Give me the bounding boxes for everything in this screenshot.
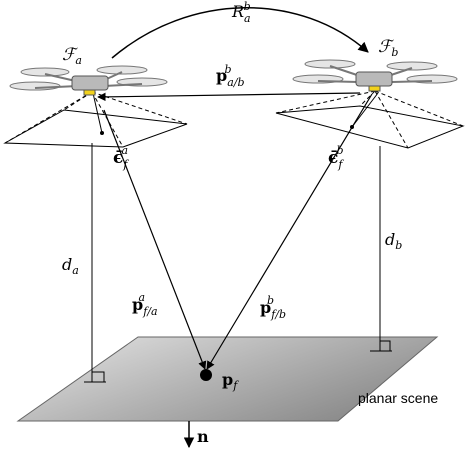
frame-b-label: ℱb: [378, 37, 398, 59]
ray-a-label: pf/aa: [132, 291, 158, 318]
ray-a: [103, 109, 207, 370]
feature-point-label: pf: [222, 370, 239, 392]
ray-b-label: pf/bb: [260, 294, 286, 321]
rotation-arc: [111, 7, 369, 59]
image-plane-b: [275, 90, 465, 149]
ray-b: [206, 93, 373, 370]
planar-scene-plane: [16, 336, 439, 422]
epsilon-b-label: ϵ̄fb: [328, 144, 344, 171]
drone-a: [9, 65, 168, 96]
image-plane-a: [3, 91, 188, 148]
distance-b-label: db: [385, 230, 402, 252]
planar-scene-label: planar scene: [358, 390, 438, 406]
epsilon-a-label: ϵ̄fa: [113, 144, 129, 171]
rotation-label: Rab: [231, 0, 251, 25]
feature-point: [200, 369, 212, 381]
distance-a-label: da: [62, 255, 79, 277]
drone-b: [292, 59, 458, 92]
frame-a-label: ℱa: [62, 45, 82, 67]
translation-arrow: [97, 92, 361, 102]
normal-label: n: [197, 427, 209, 446]
translation-label: pa/bb: [216, 63, 245, 89]
